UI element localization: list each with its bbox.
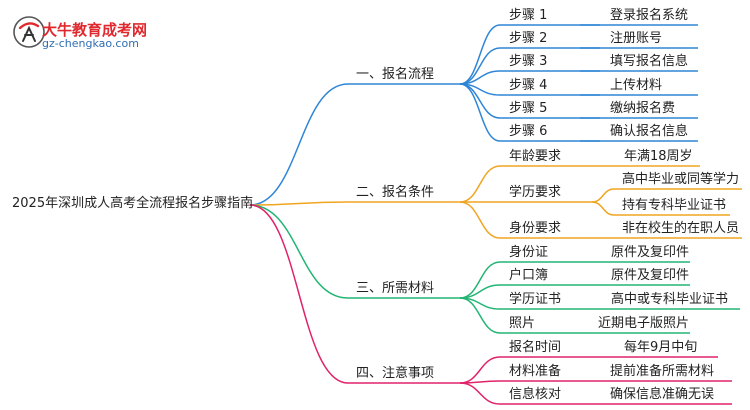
note-value: 确保信息准确无误 (610, 387, 715, 402)
branch-connector (249, 204, 349, 384)
branch-label: 一、报名流程 (356, 67, 435, 82)
note-value: 提前准备所需材料 (610, 364, 715, 379)
step-label: 步骤 1 (509, 8, 548, 23)
leaf-connector (459, 201, 501, 239)
material-value: 近期电子版照片 (598, 316, 690, 331)
step-value: 登录报名系统 (610, 8, 689, 23)
step-label: 步骤 3 (509, 54, 548, 69)
material-label: 学历证书 (509, 292, 562, 307)
leaf-connector (459, 356, 501, 384)
material-value: 高中或专科毕业证书 (611, 292, 729, 307)
material-label: 身份证 (509, 245, 549, 260)
step-label: 步骤 4 (509, 78, 548, 93)
branch-connector (249, 204, 349, 299)
note-value: 每年9月中旬 (624, 340, 698, 355)
condition-label: 身份要求 (509, 221, 562, 236)
leaf-connector (459, 297, 501, 334)
step-value: 缴纳报名费 (610, 101, 676, 116)
material-value: 原件及复印件 (611, 268, 690, 283)
leaf-connector (459, 165, 501, 203)
branch-connector (249, 201, 349, 206)
value-connector (591, 188, 615, 203)
branch-label: 三、所需材料 (356, 281, 435, 296)
logo-name: 大牛教育成考网 (42, 21, 148, 39)
site-logo (12, 14, 162, 54)
step-label: 步骤 2 (509, 31, 548, 46)
material-label: 照片 (509, 316, 536, 331)
step-label: 步骤 5 (509, 101, 548, 116)
branch-label: 二、报名条件 (356, 185, 435, 200)
branch-connector (249, 83, 349, 206)
step-value: 确认报名信息 (610, 124, 689, 139)
niu-logo-icon (13, 16, 45, 48)
condition-value: 高中毕业或同等学力 (622, 172, 740, 187)
value-connector (591, 201, 615, 216)
note-label: 报名时间 (509, 340, 562, 355)
condition-value: 非在校生的在职人员 (622, 221, 740, 236)
leaf-connector (459, 382, 501, 405)
material-label: 户口簿 (509, 268, 549, 283)
condition-value: 持有专科毕业证书 (622, 198, 727, 213)
leaf-connector (459, 261, 501, 299)
condition-label: 学历要求 (509, 185, 562, 200)
root-topic: 2025年深圳成人高考全流程报名步骤指南 (12, 196, 254, 211)
condition-value: 年满18周岁 (624, 149, 693, 164)
material-value: 原件及复印件 (611, 245, 690, 260)
branch-label: 四、注意事项 (356, 366, 435, 381)
leaf-connector (459, 83, 501, 142)
step-value: 上传材料 (610, 78, 663, 93)
leaf-connector (459, 24, 501, 85)
note-label: 材料准备 (509, 364, 562, 379)
condition-label: 年龄要求 (509, 149, 562, 164)
logo-url: gz-chengkao.com (42, 37, 139, 50)
note-label: 信息核对 (509, 387, 562, 402)
step-value: 注册账号 (610, 31, 663, 46)
step-value: 填写报名信息 (610, 54, 689, 69)
step-label: 步骤 6 (509, 124, 548, 139)
